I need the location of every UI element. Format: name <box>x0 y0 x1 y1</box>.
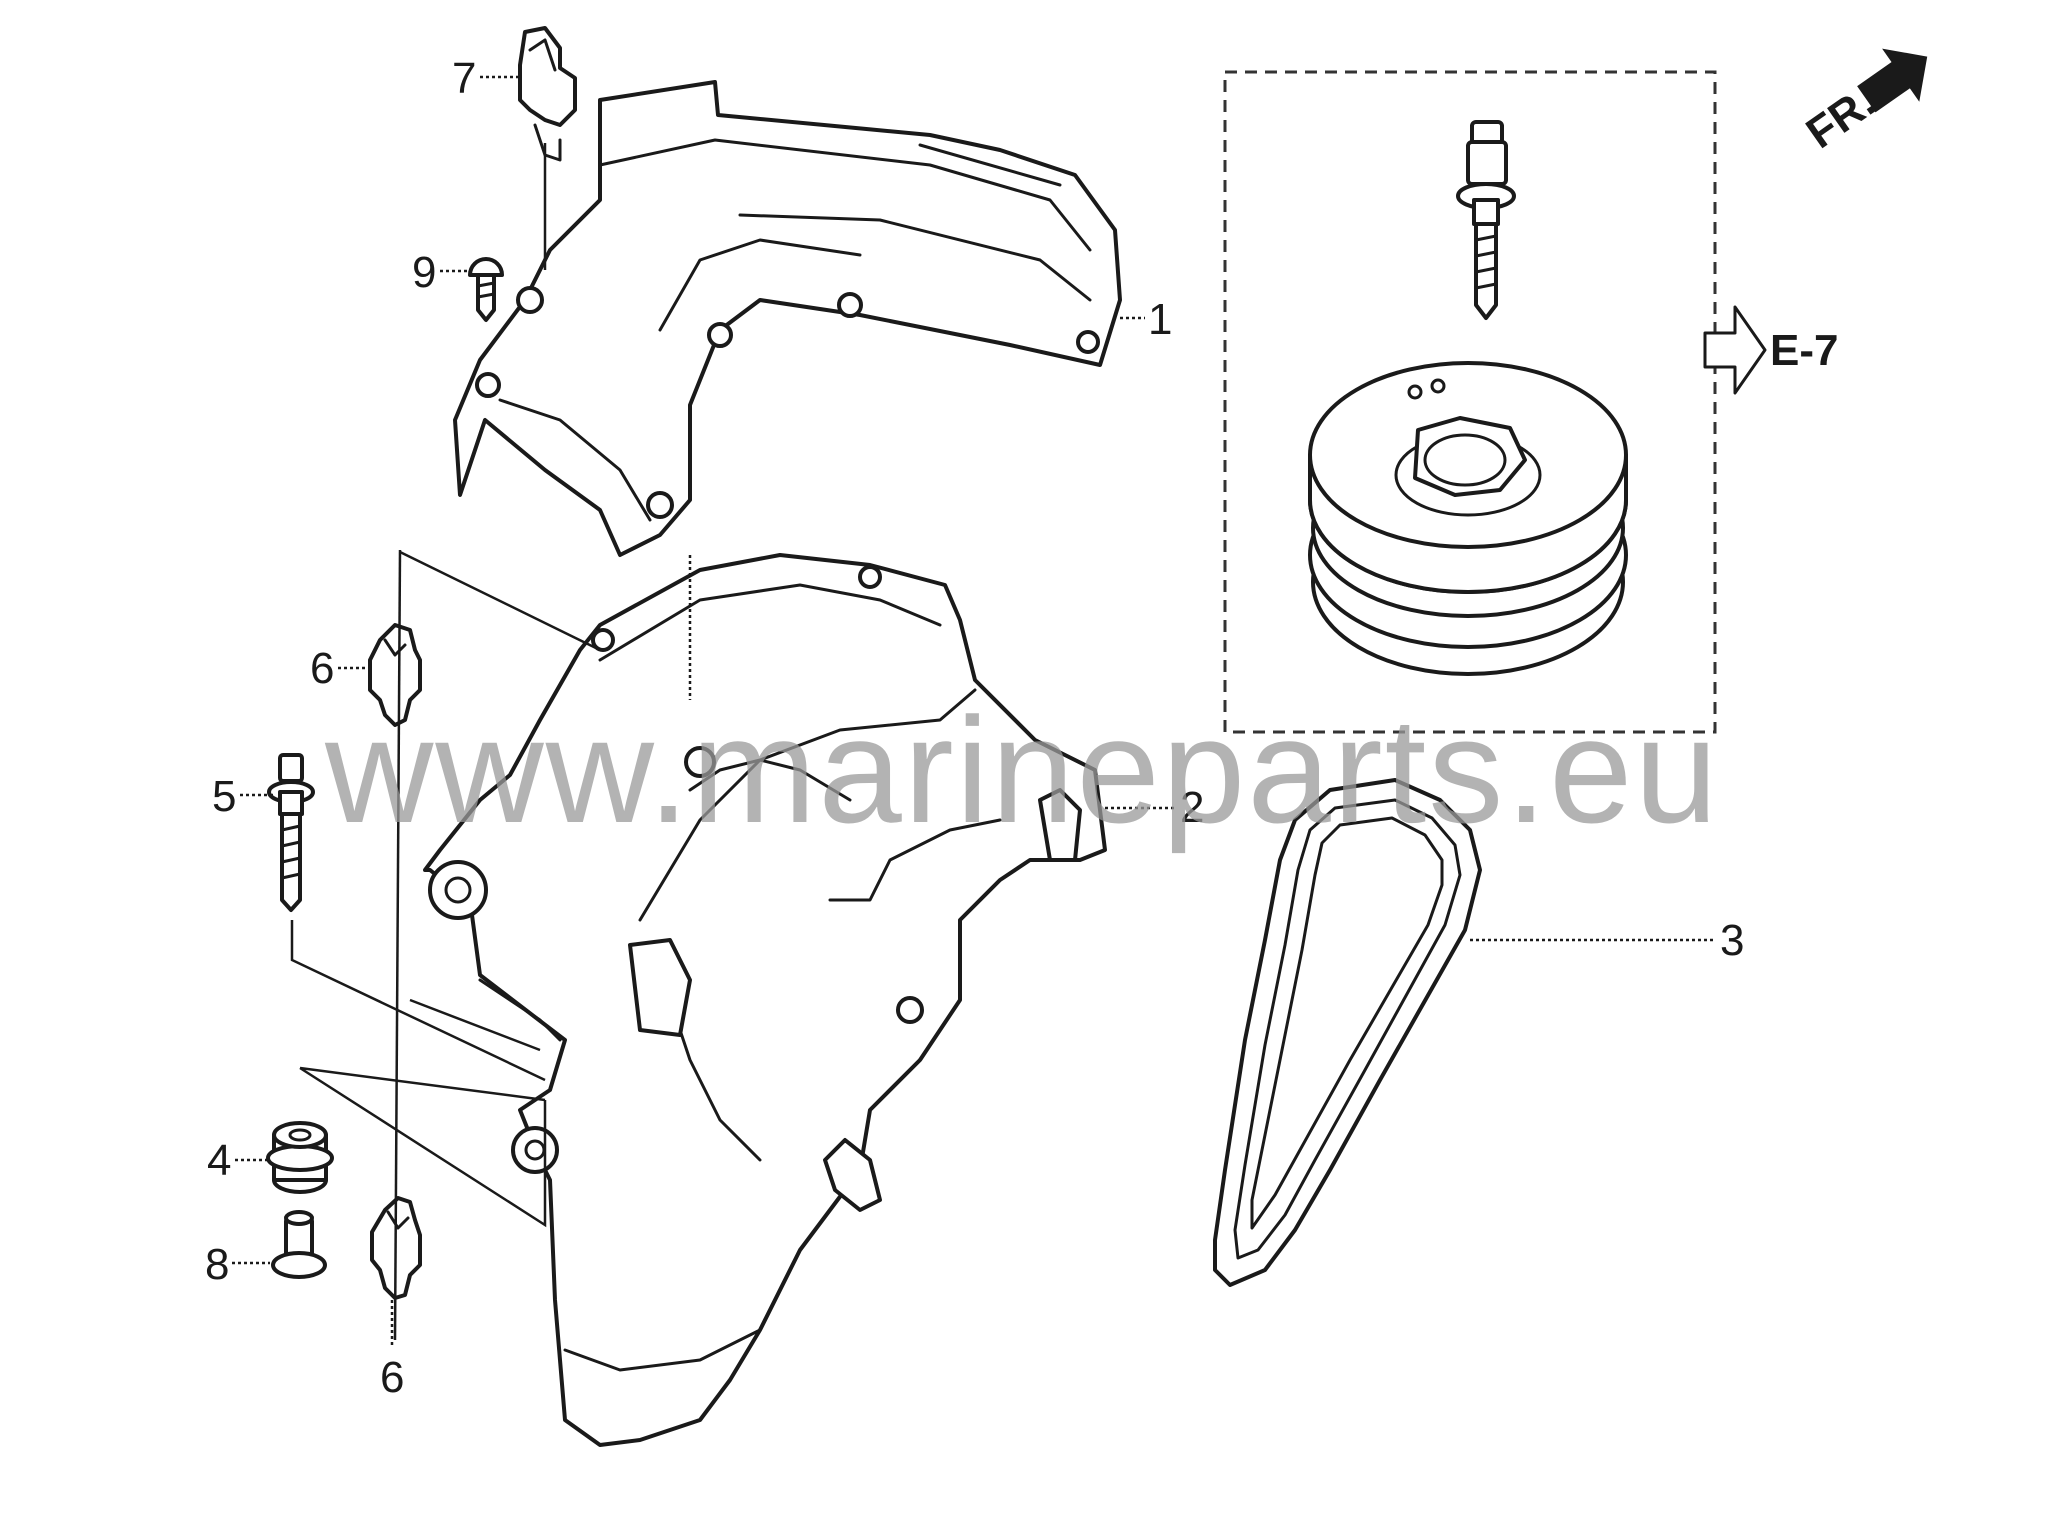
collar-8[interactable] <box>271 1210 327 1279</box>
watermark: www.marineparts.eu <box>324 686 1720 854</box>
right-arrow-icon <box>1703 305 1767 395</box>
callout-7[interactable]: 7 <box>452 54 476 103</box>
callout-6-upper[interactable]: 6 <box>310 644 334 693</box>
callout-8[interactable]: 8 <box>205 1240 229 1289</box>
bolt-5[interactable] <box>267 753 315 912</box>
reference-e7[interactable]: E-7 <box>1703 305 1838 395</box>
callouts: 1 2 3 4 5 6 6 7 8 9 <box>205 54 1744 1402</box>
callout-3[interactable]: 3 <box>1720 916 1744 965</box>
callout-6-lower[interactable]: 6 <box>380 1353 404 1402</box>
pulley[interactable] <box>1308 361 1628 676</box>
front-direction-indicator: FR. <box>1798 48 1928 158</box>
callout-4[interactable]: 4 <box>207 1136 231 1185</box>
pulley-bolt[interactable] <box>1456 120 1516 320</box>
drive-belt[interactable] <box>1213 778 1482 1287</box>
upper-belt-cover[interactable] <box>453 80 1122 557</box>
callout-9[interactable]: 9 <box>412 248 436 297</box>
callout-5[interactable]: 5 <box>212 772 236 821</box>
pulley-assembly-box <box>1223 70 1717 734</box>
screw-9[interactable] <box>468 257 504 322</box>
grommet-4[interactable] <box>266 1121 334 1194</box>
clip-7[interactable] <box>518 26 577 162</box>
callout-1[interactable]: 1 <box>1148 295 1172 344</box>
reference-e7-label: E-7 <box>1770 326 1838 375</box>
lower-belt-cover[interactable] <box>423 553 1107 1447</box>
clip-6-upper[interactable] <box>368 623 422 727</box>
assembly-lines <box>290 143 692 1341</box>
callout-2[interactable]: 2 <box>1180 783 1204 832</box>
direction-arrow-icon <box>1857 48 1928 113</box>
